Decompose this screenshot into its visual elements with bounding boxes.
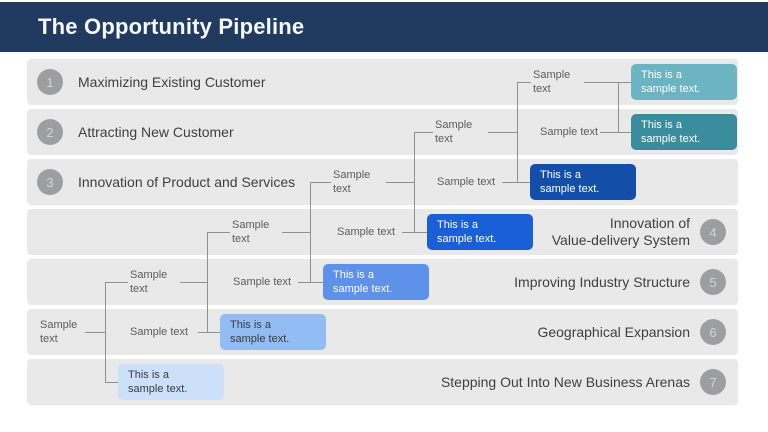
row-label: Attracting New Customer (78, 124, 234, 140)
row-label: Improving Industry Structure (514, 273, 690, 290)
pipeline-row-5: Improving Industry Structure 5 (27, 259, 738, 305)
row-label: Innovation of Value-delivery System (552, 215, 690, 249)
step-number-badge: 2 (37, 119, 63, 145)
pipeline-row-1: 1 Maximizing Existing Customer (27, 59, 738, 105)
row-label: Stepping Out Into New Business Arenas (440, 373, 690, 390)
pipeline-row-3: 3 Innovation of Product and Services (27, 159, 738, 205)
slide-title: The Opportunity Pipeline (38, 14, 305, 39)
pipeline-row-2: 2 Attracting New Customer (27, 109, 738, 155)
pipeline-row-7: Stepping Out Into New Business Arenas 7 (27, 359, 738, 405)
row-label: Maximizing Existing Customer (78, 74, 266, 90)
row-label: Geographical Expansion (537, 323, 690, 340)
header-bar: The Opportunity Pipeline (0, 2, 768, 52)
step-number-badge: 7 (700, 369, 726, 395)
step-number-badge: 1 (37, 69, 63, 95)
step-number-badge: 3 (37, 169, 63, 195)
row-label-line: Innovation of (609, 215, 690, 231)
row-label: Innovation of Product and Services (78, 174, 296, 190)
pipeline-row-6: Geographical Expansion 6 (27, 309, 738, 355)
row-label-line: Value-delivery System (551, 232, 690, 248)
step-number-badge: 4 (700, 219, 726, 245)
pipeline-row-4: Innovation of Value-delivery System 4 (27, 209, 738, 255)
step-number-badge: 5 (700, 269, 726, 295)
step-number-badge: 6 (700, 319, 726, 345)
